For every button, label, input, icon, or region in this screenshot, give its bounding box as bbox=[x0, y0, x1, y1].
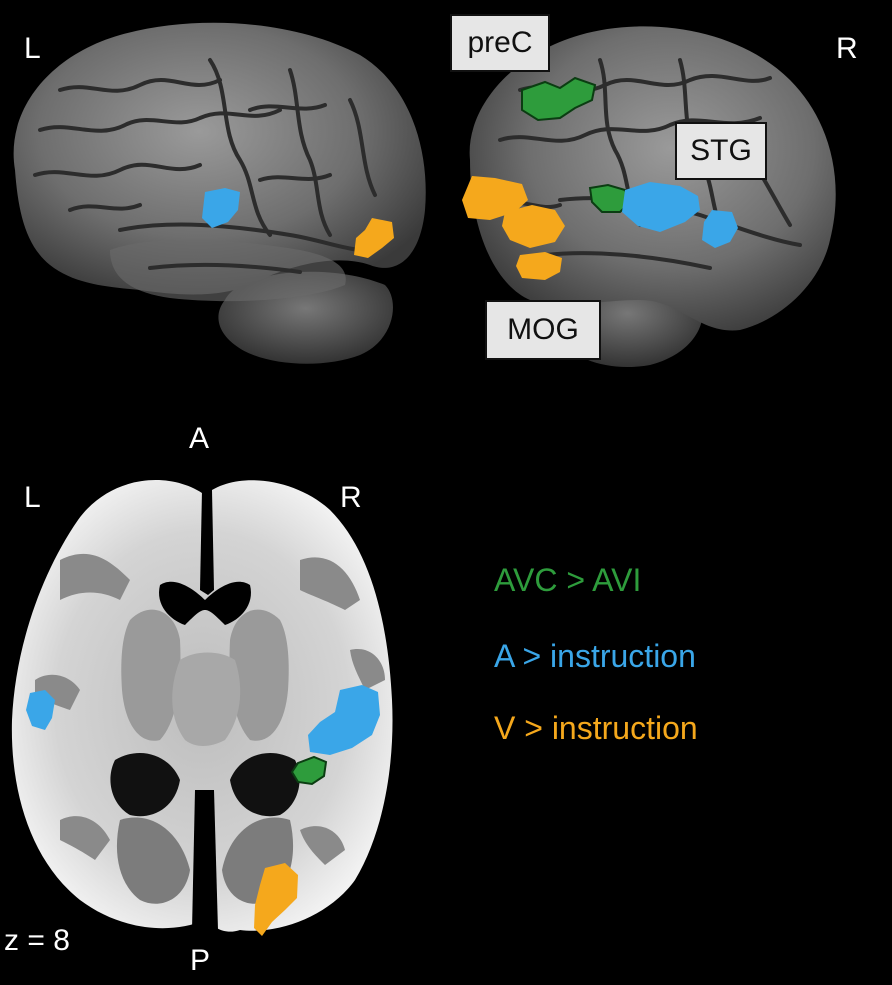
top-right-orientation-label: R bbox=[836, 32, 858, 65]
axial-blue-left-cluster bbox=[26, 690, 55, 730]
axial-right-label: R bbox=[340, 481, 362, 514]
right-lateral-orange-3 bbox=[516, 252, 562, 280]
axial-ventricles-anterior bbox=[159, 581, 251, 625]
right-lateral-blue-posterior bbox=[702, 210, 738, 248]
axial-basal-ganglia-right bbox=[229, 609, 289, 741]
right-cortex bbox=[469, 26, 836, 331]
axial-posterior-label: P bbox=[190, 944, 211, 977]
axial-left-label: L bbox=[24, 481, 41, 514]
left-hemisphere-lateral bbox=[13, 22, 426, 364]
axial-occipital-left bbox=[116, 817, 190, 904]
right-lateral-blue-stg bbox=[622, 182, 700, 232]
top-left-orientation-label: L bbox=[24, 32, 41, 65]
region-label-precuneus: preC bbox=[450, 14, 550, 72]
axial-blue-right-cluster bbox=[308, 685, 380, 755]
left-sulci bbox=[33, 58, 377, 274]
legend-item-avc-avi: AVC > AVI bbox=[494, 562, 642, 598]
left-temporal-lobe bbox=[110, 239, 346, 302]
axial-thalamus bbox=[172, 652, 241, 746]
left-lateral-blue-cluster bbox=[202, 188, 240, 228]
region-label-stg: STG bbox=[675, 122, 767, 180]
legend-item-v-instruction: V > instruction bbox=[494, 710, 698, 746]
axial-posterior-fissure bbox=[192, 790, 218, 935]
slice-coordinate-label: z = 8 bbox=[4, 924, 70, 957]
axial-ventricles-posterior bbox=[110, 752, 300, 817]
right-lateral-orange-2 bbox=[502, 205, 565, 248]
axial-anterior-label: A bbox=[189, 422, 210, 455]
left-lateral-orange-cluster bbox=[354, 218, 394, 258]
right-lateral-green-precuneus bbox=[521, 76, 597, 122]
axial-slice bbox=[11, 480, 393, 935]
legend-item-a-instruction: A > instruction bbox=[494, 638, 696, 674]
axial-orange-cluster bbox=[254, 863, 298, 936]
axial-midline-fissure bbox=[200, 490, 214, 595]
region-label-mog: MOG bbox=[485, 300, 601, 360]
axial-green-right-cluster bbox=[290, 755, 328, 786]
right-lateral-orange-1 bbox=[462, 176, 528, 220]
axial-basal-ganglia-left bbox=[121, 609, 181, 741]
